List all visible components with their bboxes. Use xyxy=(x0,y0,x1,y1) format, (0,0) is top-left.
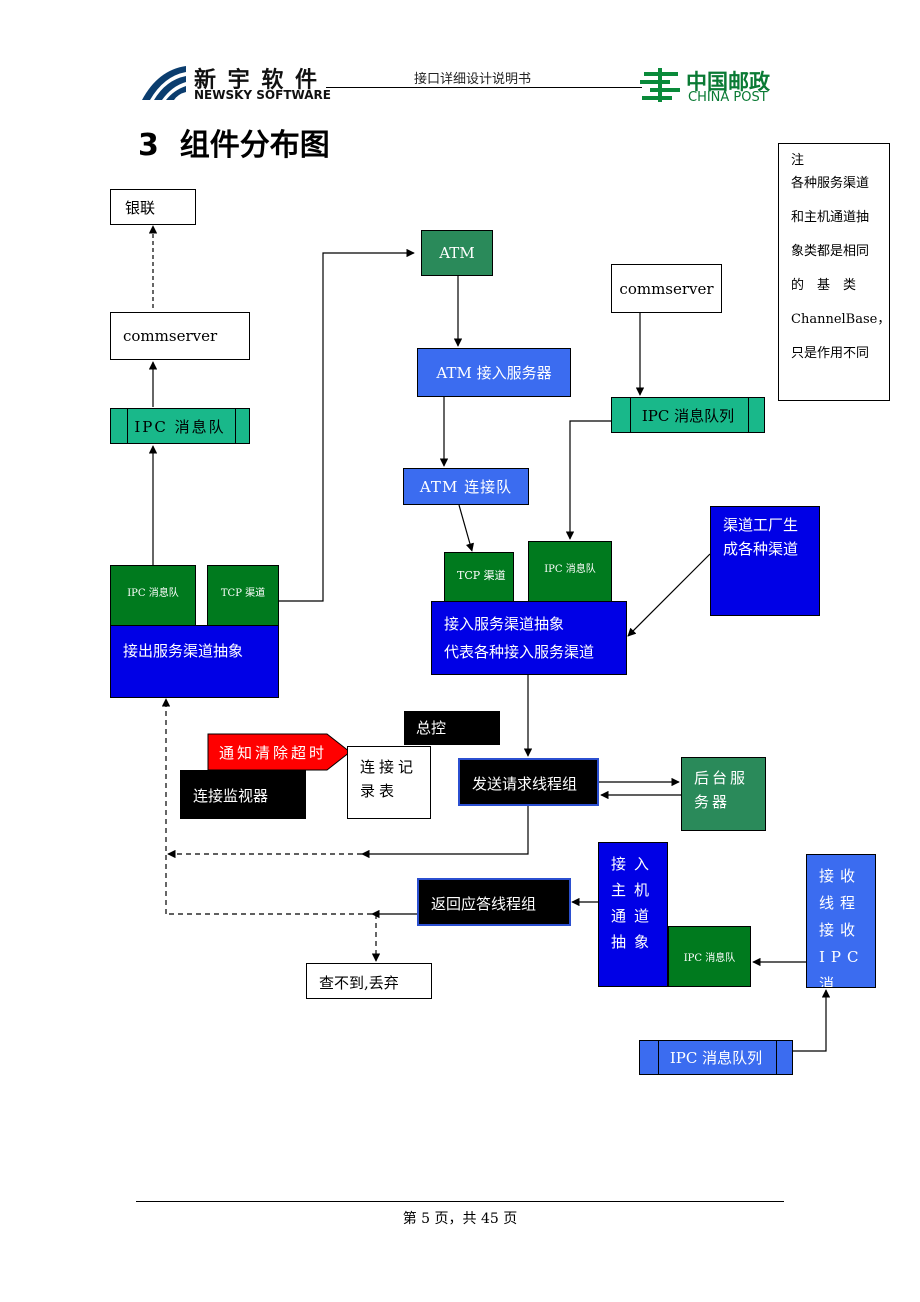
node-notify-timeout: 通知清除超时 xyxy=(207,733,351,771)
node-commserver-left: commserver xyxy=(110,312,250,360)
node-host-abstract-label: 接入主机通道抽象 xyxy=(611,855,658,951)
node-ipc-queue-right-label: IPC 消息队列 xyxy=(641,406,735,425)
node-atm: ATM xyxy=(421,230,493,276)
newsky-logo-graphic xyxy=(142,66,186,100)
node-conn-monitor: 连接监视器 xyxy=(180,770,306,819)
node-return-threads-label: 返回应答线程组 xyxy=(431,895,537,913)
china-post-logo-icon xyxy=(640,66,682,104)
node-channel-factory: 渠道工厂生成各种渠道 xyxy=(710,506,820,616)
client-name-en: CHINA POST xyxy=(688,90,768,105)
company-name-cn: 新 宇 软 件 xyxy=(194,68,319,93)
note-line: 注 xyxy=(791,153,805,168)
node-ipc-queue-left-label: IPC 消息队 xyxy=(134,417,226,436)
node-send-threads-label: 发送请求线程组 xyxy=(472,775,578,793)
node-commserver-right-label: commserver xyxy=(619,279,714,298)
node-notify-timeout-label: 通知清除超时 xyxy=(219,744,328,762)
arrow-ipc-right-to-small xyxy=(565,420,612,540)
arrow-factory-to-inbound xyxy=(627,553,711,637)
note-line: 的 基 类 xyxy=(791,278,857,293)
node-inbound-abstract-line2: 代表各种接入服务渠道 xyxy=(444,643,595,661)
node-ipc-small-left-label: IPC 消息队 xyxy=(127,588,179,599)
footer-rule xyxy=(136,1201,784,1202)
node-ipc-small-mid: IPC 消息队 xyxy=(528,541,612,603)
note-line: 只是作用不同 xyxy=(791,346,870,361)
node-atm-server-label: ATM 接入服务器 xyxy=(436,364,552,382)
node-not-found-label: 查不到,丢弃 xyxy=(319,974,399,992)
arrow-tcp-to-atm xyxy=(279,248,415,602)
node-backend-label: 后台服务器 xyxy=(694,769,749,811)
arrow-bottomipc-to-recv xyxy=(793,989,831,1052)
node-ipc-queue-bottom-label: IPC 消息队列 xyxy=(669,1049,763,1067)
node-host-abstract: 接入主机通道抽象 xyxy=(598,842,668,987)
node-tcp-small-mid: TCP 渠道 xyxy=(444,552,514,604)
node-not-found: 查不到,丢弃 xyxy=(306,963,432,999)
arrow-send-to-left xyxy=(361,806,529,859)
node-yinlian: 银联 xyxy=(110,189,196,225)
section-title: 3 组件分布图 xyxy=(138,128,330,163)
china-post-logo-graphic xyxy=(640,68,680,102)
note-line: 象类都是相同 xyxy=(791,244,870,259)
node-tcp-small-mid-label: TCP 渠道 xyxy=(457,569,506,582)
note-line: 各种服务渠道 xyxy=(791,176,870,191)
footer-page-number: 第 5 页，共 45 页 xyxy=(402,1211,518,1227)
node-recv-thread: 接收线程接收IPC 消 xyxy=(806,854,876,988)
newsky-logo-icon xyxy=(140,62,188,102)
node-tcp-small-left-label: TCP 渠道 xyxy=(220,588,266,599)
node-return-threads: 返回应答线程组 xyxy=(417,878,571,926)
node-channel-factory-label: 渠道工厂生成各种渠道 xyxy=(723,516,799,558)
node-yinlian-label: 银联 xyxy=(125,198,156,217)
doc-title: 接口详细设计说明书 xyxy=(414,72,532,87)
note-line: ChannelBase， xyxy=(791,312,891,327)
node-master-control: 总控 xyxy=(404,711,500,745)
client-name-cn: 中国邮政 xyxy=(686,70,770,94)
notify-timeout-shape xyxy=(207,733,351,771)
node-ipc-small-host: IPC 消息队 xyxy=(668,926,751,987)
node-ipc-small-left: IPC 消息队 xyxy=(110,565,196,627)
arrow-queue-to-tcp xyxy=(458,504,474,552)
node-ipc-queue-bottom: IPC 消息队列 xyxy=(639,1040,793,1075)
node-ipc-small-host-label: IPC 消息队 xyxy=(683,953,736,964)
node-atm-label: ATM xyxy=(439,244,475,262)
node-backend: 后台服务器 xyxy=(681,757,766,831)
node-conn-record-label: 连接记录表 xyxy=(360,758,418,800)
node-conn-monitor-label: 连接监视器 xyxy=(193,787,269,805)
node-recv-thread-label: 接收线程接收IPC 消 xyxy=(819,867,865,988)
note-box: 注 各种服务渠道 和主机通道抽 象类都是相同 的 基 类 ChannelBase… xyxy=(778,143,890,401)
node-inbound-abstract-line1: 接入服务渠道抽象 xyxy=(444,615,565,633)
company-name-en: NEWSKY SOFTWARE xyxy=(194,88,331,102)
header-rule xyxy=(326,87,642,88)
node-ipc-small-mid-label: IPC 消息队 xyxy=(544,564,596,575)
node-master-control-label: 总控 xyxy=(416,719,447,737)
node-tcp-small-left: TCP 渠道 xyxy=(207,565,279,627)
node-ipc-queue-left: IPC 消息队 xyxy=(110,408,250,444)
note-line: 和主机通道抽 xyxy=(791,210,870,225)
node-atm-server: ATM 接入服务器 xyxy=(417,348,571,397)
node-atm-conn-queue-label: ATM 连接队 xyxy=(419,478,513,496)
node-ipc-queue-right: IPC 消息队列 xyxy=(611,397,765,433)
node-commserver-right: commserver xyxy=(611,264,722,313)
node-outbound-abstract-label: 接出服务渠道抽象 xyxy=(123,642,244,660)
node-outbound-abstract: 接出服务渠道抽象 xyxy=(110,625,279,698)
node-inbound-abstract: 接入服务渠道抽象 代表各种接入服务渠道 xyxy=(431,601,627,675)
node-atm-conn-queue: ATM 连接队 xyxy=(403,468,529,505)
node-conn-record: 连接记录表 xyxy=(347,746,431,819)
node-commserver-left-label: commserver xyxy=(123,327,218,345)
node-send-threads: 发送请求线程组 xyxy=(458,758,599,806)
